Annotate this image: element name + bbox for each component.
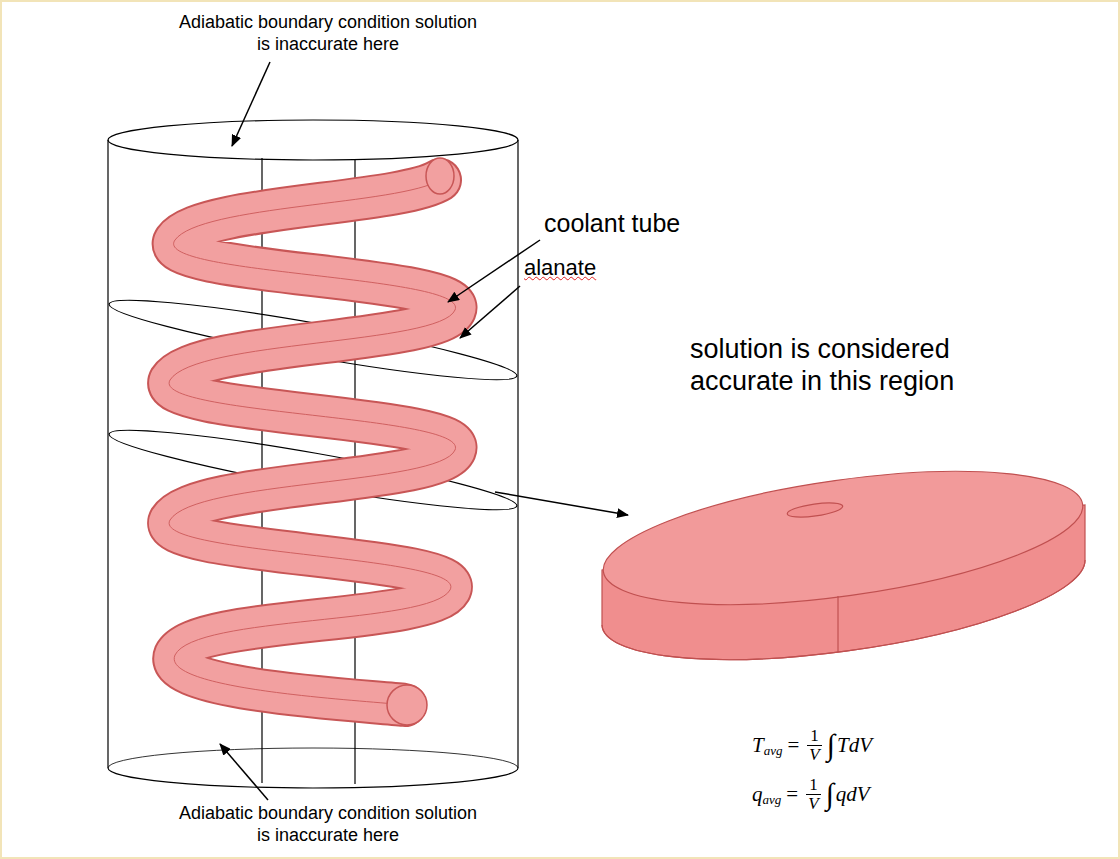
equation: qavg=1V∫qdV [752, 776, 870, 813]
equation-symbol: qdV [836, 782, 870, 807]
equation-symbol: TdV [837, 733, 872, 758]
integral-sign: ∫ [827, 728, 835, 762]
equation-symbol: = [787, 733, 799, 758]
leader-arrows [220, 62, 628, 800]
fraction: 1V [806, 776, 821, 813]
integral-sign: ∫ [826, 777, 834, 811]
fraction-numerator: 1 [806, 776, 821, 795]
fraction-denominator: V [808, 795, 818, 813]
fraction-numerator: 1 [807, 727, 822, 746]
part-name: alanate [524, 255, 644, 281]
equation-symbol: q [752, 782, 763, 807]
cylinder [106, 120, 520, 788]
fraction: 1V [807, 727, 822, 764]
equation-subscript: avg [764, 743, 783, 759]
boundary-note: Adiabatic boundary condition solution is… [178, 803, 478, 846]
fraction-denominator: V [809, 746, 819, 764]
coolant-tube [169, 158, 455, 725]
boundary-note: Adiabatic boundary condition solution is… [178, 12, 478, 55]
accurate-slice [595, 447, 1090, 660]
region-note: solution is considered accurate in this … [690, 333, 1020, 398]
equation-symbol: = [786, 782, 798, 807]
equation-subscript: avg [763, 792, 782, 808]
part-name: coolant tube [544, 208, 714, 238]
equation-symbol: T [752, 733, 764, 758]
equation: Tavg=1V∫TdV [752, 727, 872, 764]
